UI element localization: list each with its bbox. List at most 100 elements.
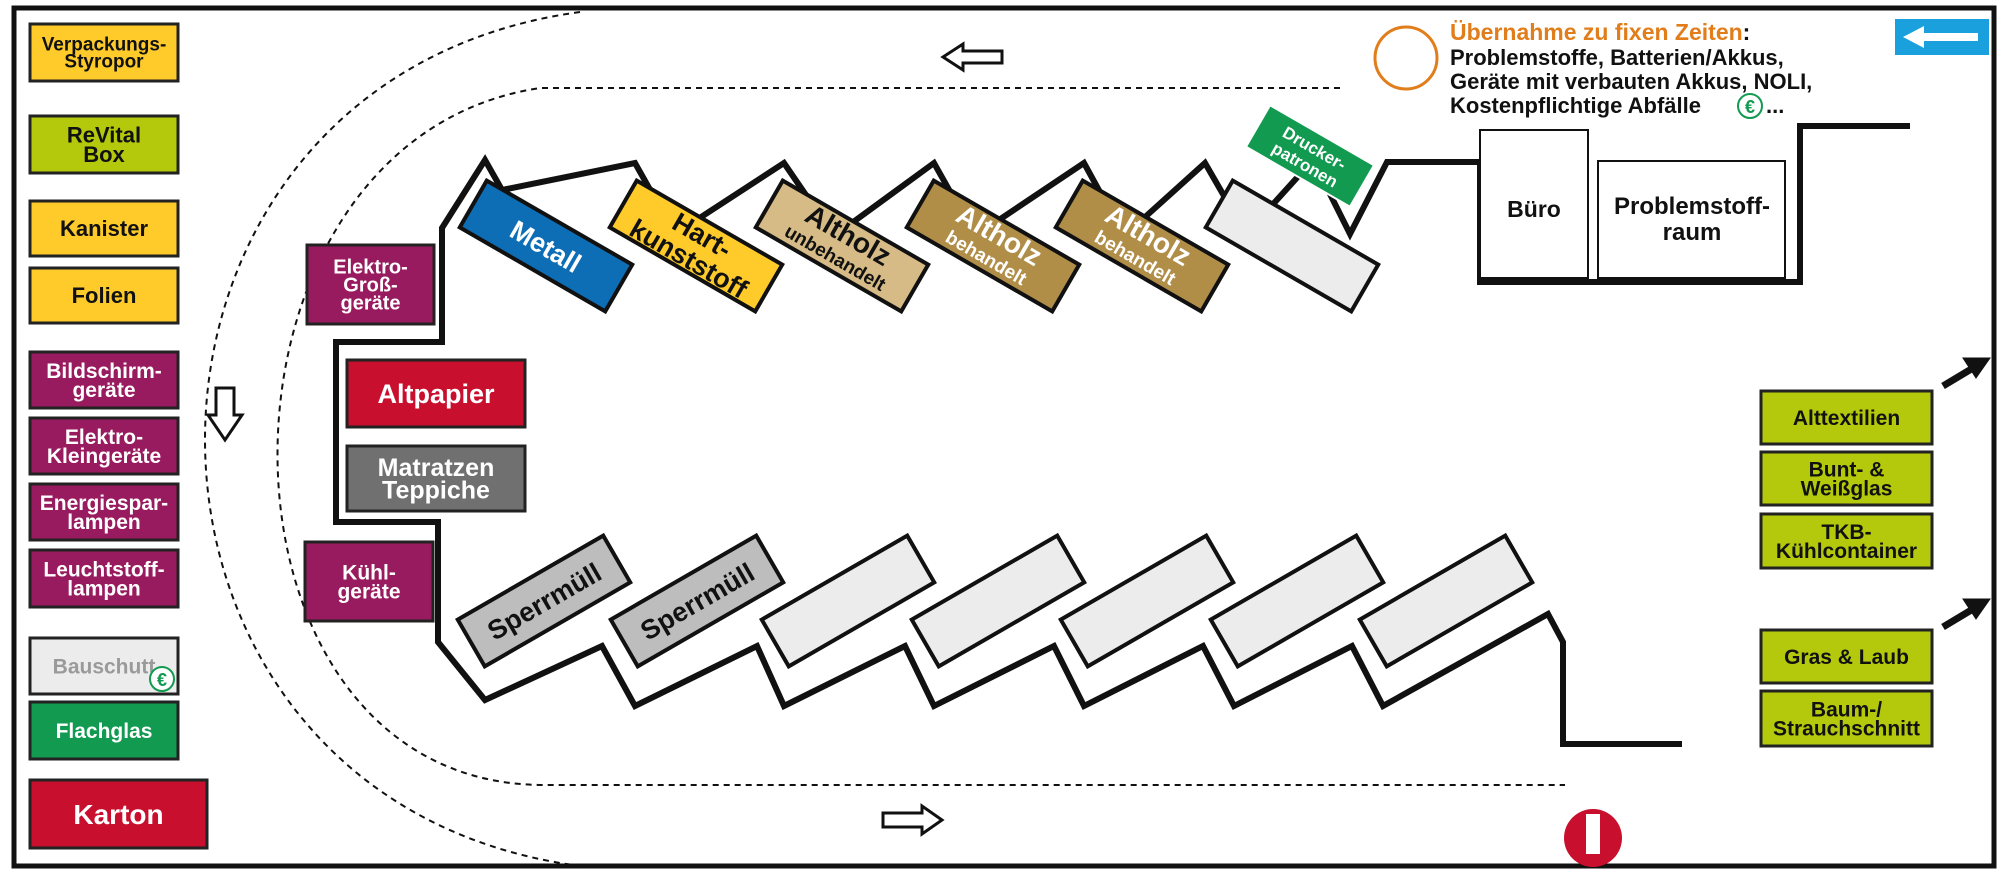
left-item-6-box (28, 482, 180, 542)
no-entry-icon (1564, 809, 1622, 867)
right-item-1-label: Weißglas (1801, 477, 1893, 500)
drucker-group: Drucker-patronen (1244, 103, 1376, 209)
arrow-up-right-icon-2 (1941, 598, 1991, 631)
right-item-0-label: Alttextilien (1793, 407, 1900, 430)
svg-text:Übernahme zu fixen Zeiten:: Übernahme zu fixen Zeiten: (1450, 19, 1750, 45)
bottom-bin-0-box (455, 532, 633, 670)
arrow-down-icon (205, 386, 245, 443)
notice-colon: : (1743, 19, 1751, 45)
problemstoff-label-2: raum (1663, 219, 1722, 246)
left-item-0-label: Verpackungs- (42, 35, 167, 56)
bottom-bin-3 (909, 532, 1087, 670)
exit-arrow-icon (1903, 26, 1978, 48)
top-bin-4-box (1053, 177, 1231, 315)
inner-traffic-loop (276, 87, 1565, 786)
left-item-5-box (28, 416, 180, 476)
right-item-0: Alttextilien (1759, 389, 1934, 446)
map-frame (11, 5, 1997, 869)
notice: Übernahme zu fixen Zeiten: Problemstoffe… (1373, 19, 1812, 119)
euro-circle-icon (149, 666, 175, 692)
left-item-2-box (28, 199, 180, 258)
notice-line-3: Kostenpflichtige Abfälle (1450, 93, 1701, 118)
left-item-10: Karton (28, 778, 209, 850)
inner-box-0-label: Groß- (343, 275, 397, 297)
left-item-5-label: Kleingeräte (47, 445, 161, 468)
right-item-2-label: TKB- (1821, 521, 1871, 544)
problemstoff-label-1: Problemstoff- (1614, 193, 1770, 220)
left-item-10-label: Karton (73, 799, 163, 830)
left-item-7-box (28, 548, 180, 609)
right-item-4: Baum-/Strauchschnitt (1759, 689, 1934, 748)
left-item-8: Bauschutt€ (28, 636, 180, 696)
bottom-bin-6-box (1357, 532, 1535, 670)
drucker-bin: Drucker-patronen (1244, 103, 1376, 209)
arrow-left-icon (940, 41, 1004, 73)
left-item-4-box (28, 350, 180, 410)
right-item-2-box (1759, 512, 1934, 570)
left-item-7-label: lampen (67, 577, 141, 600)
inner-box-1: Altpapier (345, 358, 527, 429)
no-entry-bar (1586, 814, 1600, 854)
left-item-4-label: Bildschirm- (46, 360, 162, 383)
inner-box-2-label: Matratzen (378, 454, 495, 482)
right-item-1: Bunt- &Weißglas (1759, 450, 1934, 507)
left-item-1-box (28, 114, 180, 175)
right-item-0-box (1759, 389, 1934, 446)
bottom-bin-1-box (608, 532, 786, 670)
right-item-2: TKB-Kühlcontainer (1759, 512, 1934, 570)
left-item-6-label: lampen (67, 511, 141, 534)
top-bin-0-box (457, 177, 635, 315)
bottom-bin-3-box (909, 532, 1087, 670)
right-item-1-box (1759, 450, 1934, 507)
bottom-bin-2 (759, 532, 937, 670)
left-item-1-label: ReVital (67, 122, 141, 147)
left-item-5-label: Elektro- (65, 426, 143, 449)
rooms: Büro Problemstoff- raum (1479, 129, 1786, 279)
buero-label: Büro (1507, 196, 1561, 222)
inner-box-3-label: geräte (337, 580, 400, 603)
bottom-bin-6 (1357, 532, 1535, 670)
inner-box-1-box (345, 358, 527, 429)
left-item-0-box (28, 22, 180, 83)
inner-box-0-label: Elektro- (333, 257, 407, 279)
bottom-bin-2-box (759, 532, 937, 670)
left-item-5: Elektro-Kleingeräte (28, 416, 180, 476)
inner-box-2-box (345, 444, 527, 513)
notice-title: Übernahme zu fixen Zeiten (1450, 19, 1743, 45)
inner-box-2-label: Teppiche (382, 477, 490, 505)
arrow-right-icon (881, 803, 945, 837)
left-item-2-label: Kanister (60, 216, 148, 241)
buero-room (1479, 129, 1589, 279)
euro-symbol: € (157, 670, 167, 690)
euro-circle-icon (1737, 93, 1763, 119)
left-item-3-label: Folien (72, 283, 137, 308)
inner-boxes: Elektro-Groß-geräteAltpapierMatratzenTep… (303, 243, 527, 623)
left-item-6: Energiespar-lampen (28, 482, 180, 542)
notice-line-2: Geräte mit verbauten Akkus, NOLI, (1450, 69, 1812, 94)
left-item-3-box (28, 266, 180, 325)
bottom-bin-5 (1208, 532, 1386, 670)
left-item-7-label: Leuchtstoff- (43, 558, 164, 581)
top-bin-1: Hart-kunststoff (607, 177, 785, 315)
left-item-4: Bildschirm-geräte (28, 350, 180, 410)
left-item-10-box (28, 778, 209, 850)
exit-sign (1895, 19, 1989, 55)
bottom-bin-5-box (1208, 532, 1386, 670)
left-item-9-box (28, 700, 180, 761)
notice-euro-symbol: € (1745, 97, 1755, 117)
bottom-bin-4-box (1058, 532, 1236, 670)
inner-box-3-box (303, 540, 435, 623)
inner-box-0-label: geräte (340, 293, 400, 315)
notice-ellipsis: ... (1766, 93, 1784, 118)
top-bin-3-box (904, 177, 1082, 315)
left-item-0-label: Styropor (64, 52, 144, 73)
left-item-1-label: Box (83, 142, 125, 167)
